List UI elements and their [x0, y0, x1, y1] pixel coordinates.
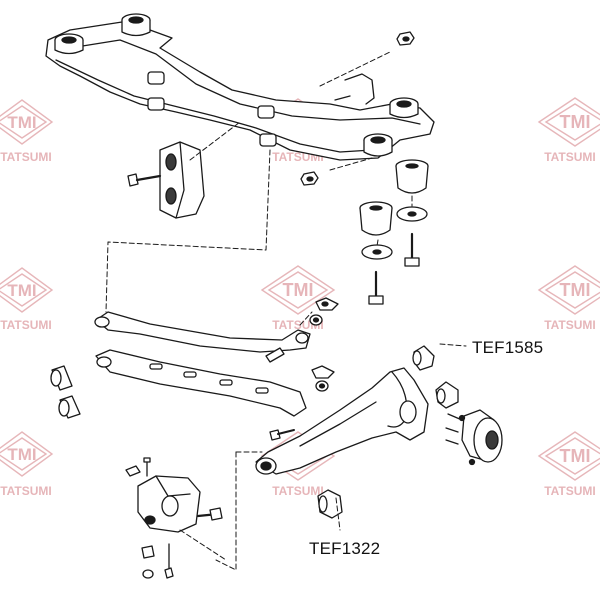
tmi-logo [0, 431, 54, 477]
watermark-brand-text: TATSUMI [0, 150, 52, 164]
watermark-logo-text: TMI [7, 281, 36, 300]
watermark-brand-text: TATSUMI [544, 484, 596, 498]
lower-lateral-link [95, 349, 307, 417]
watermark-logo-text: TMI [560, 280, 591, 300]
part-number-tef1322: TEF1322 [309, 539, 381, 558]
mount-bolt [127, 173, 162, 187]
cam-washer [315, 297, 339, 311]
tmi-logo [0, 267, 54, 313]
trailing-arm [255, 367, 429, 475]
link-bushing [50, 365, 73, 391]
tmi-logo [537, 97, 600, 147]
subframe-bushing-upper [395, 159, 429, 194]
watermark-logo-text: TMI [560, 112, 591, 132]
flange-nut [142, 569, 154, 579]
watermark-brand-text: TATSUMI [544, 318, 596, 332]
arm-bolt [269, 429, 295, 441]
part-number-tef1585: TEF1585 [472, 338, 544, 357]
watermark-brand-text: TATSUMI [0, 484, 52, 498]
bolt [368, 270, 384, 305]
trailing-arm-bushing-tef1322 [317, 489, 343, 519]
subframe-bushing-lower [359, 201, 393, 236]
washer [361, 244, 393, 260]
cam-washer [311, 365, 335, 379]
flange-nut [396, 31, 415, 46]
flange-nut [309, 314, 323, 326]
clip [125, 465, 141, 477]
trailing-arm-bushing-tef1585 [412, 345, 435, 371]
tmi-logo [260, 265, 336, 315]
watermark-brand-text: TATSUMI [0, 318, 52, 332]
flange-nut [315, 380, 329, 392]
assembly-guide-lines [105, 51, 467, 571]
link-bushing [58, 395, 81, 419]
watermark-logo-text: TMI [7, 445, 36, 464]
small-bolt [164, 543, 174, 579]
trailing-arm-bushing-tef1585 [435, 381, 459, 409]
watermark-brand-text: TATSUMI [272, 484, 324, 498]
washer [396, 206, 428, 222]
upper-lateral-link [94, 311, 311, 353]
mounting-bracket [137, 475, 201, 533]
flange-nut [300, 171, 319, 186]
bracket-bolt [196, 507, 223, 521]
tmi-logo [537, 265, 600, 315]
tmi-logo [537, 431, 600, 481]
subframe-rubber-mount [159, 141, 205, 219]
watermark-logo-text: TMI [560, 446, 591, 466]
small-bolt [143, 457, 151, 477]
watermark-logo-text: TMI [283, 280, 314, 300]
watermark-brand-text: TATSUMI [544, 150, 596, 164]
wheel-hub [445, 409, 503, 466]
rear-subframe [45, 13, 435, 161]
adjusting-cam-bolt [265, 347, 285, 363]
clip [141, 545, 155, 559]
tmi-logo [0, 99, 54, 145]
watermark-logo-text: TMI [7, 113, 36, 132]
bolt [404, 232, 420, 267]
